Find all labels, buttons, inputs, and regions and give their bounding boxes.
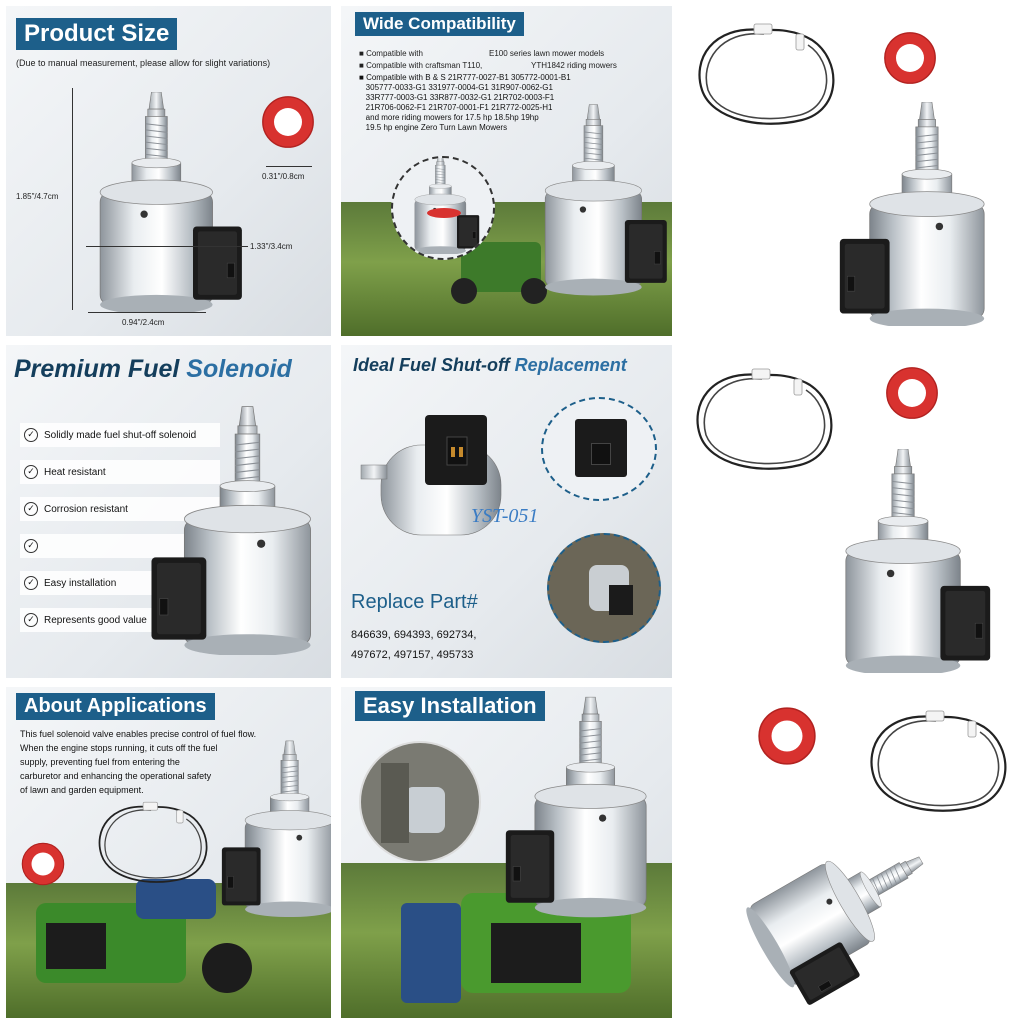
operator-legs-shape [401,903,461,1003]
applications-line-5: of lawn and garden equipment. [20,785,144,795]
compatibility-panel: Wide Compatibility ■ Compatible with E10… [341,6,672,336]
engine-part-shape [381,763,409,843]
compat-line-6: 19.5 hp engine Zero Turn Lawn Mowers [365,123,508,132]
check-icon: ✓ [24,465,38,479]
check-icon: ✓ [24,428,38,442]
feature-label: Solidly made fuel shut-off solenoid [44,429,197,441]
replacement-title: Ideal Fuel Shut-off Replacement [353,355,627,376]
compat-line-5: and more riding mowers for 17.5 hp 18.5h… [365,113,539,122]
solenoid-product-image [739,819,936,1007]
engine-solenoid-shape [405,787,445,833]
premium-title-b: Solenoid [186,355,292,383]
solenoid-product-image [845,449,991,673]
product-photo-panel-2 [682,345,1018,678]
check-icon: ✓ [24,576,38,590]
compat-line-4: 21R706-0062-F1 21R707-0001-F1 21R772-002… [365,103,553,112]
ring-dimension-line [266,166,312,167]
connector-slot [591,443,611,465]
solenoid-main-image [544,104,668,296]
feature-label: Easy installation [44,577,117,589]
base-dimension-line [88,312,206,313]
compat-bullet-3: ■ Compatible with B & S 21R777-0027-B1 3… [359,73,571,132]
applications-title: About Applications [16,693,215,720]
check-icon: ✓ [24,613,38,627]
solenoid-product-image [99,92,243,312]
installed-closeup-circle [547,533,661,643]
compat-bullet-1b: E100 series lawn mower models [489,49,605,58]
solenoid-closeup-circle [391,156,495,260]
height-dimension-label: 1.85"/4.7cm [16,192,59,201]
feature-label: Represents good value [44,614,147,626]
solenoid-product-image [221,740,331,917]
part-numbers-line-2: 497672, 497157, 495733 [351,649,474,661]
replacement-title-b: Replacement [514,355,627,375]
seal-ring-image [262,96,314,148]
product-size-title: Product Size [16,18,178,50]
compatibility-bullets: ■ Compatible with E100 series lawn mower… [359,48,659,133]
premium-title-a: Premium Fuel [14,355,187,383]
compat-bullet-2a: Compatible with craftsman T110, [366,61,483,70]
applications-body: This fuel solenoid valve enables precise… [20,727,256,797]
feature-label: Heat resistant [44,466,106,478]
check-icon: ✓ [24,539,38,553]
mower-grille-shape [491,923,581,983]
seal-ring-image [21,842,65,886]
wire-harness-image [696,367,833,470]
body-dimension-line [86,246,248,247]
watermark-text: YST-051 [471,505,539,527]
check-icon: ✓ [24,502,38,516]
replace-part-title: Replace Part# [351,591,478,613]
installation-title: Easy Installation [355,691,545,721]
measurement-note: (Due to manual measurement, please allow… [16,58,271,68]
applications-line-1: This fuel solenoid valve enables precise… [20,729,257,739]
operator-shape [136,879,216,919]
applications-line-3: supply, preventing fuel from entering th… [20,757,180,767]
installed-connector-shape [609,585,633,615]
compat-bullet-2b: YTH1842 riding mowers [531,61,617,70]
part-numbers-line-1: 846639, 694393, 692734, [351,629,477,641]
wire-harness-image [98,801,208,883]
mower-wheel-left [451,278,477,304]
applications-line-4: carburetor and enhancing the operational… [20,771,212,781]
feature-label: Corrosion resistant [44,503,128,515]
tractor-wheel-shape [202,943,252,993]
solenoid-product-image [839,102,985,326]
feature-row-2: ✓ Heat resistant [20,460,220,484]
solenoid-product-image [505,696,647,918]
installation-panel: Easy Installation [341,687,672,1018]
body-dimension-label: 1.33"/3.4cm [250,242,293,251]
closeup-seal [427,208,461,218]
compat-line-1: Compatible with B & S 21R777-0027-B1 305… [366,73,571,82]
solenoid-product-image [150,405,312,655]
wire-harness-image [698,22,835,125]
ring-dimension-label: 0.31"/0.8cm [262,172,305,181]
closeup-solenoid-image [414,158,480,254]
product-photo-panel-3 [682,687,1018,1018]
compat-bullet-1a: Compatible with [366,49,423,58]
product-photo-panel-1 [682,6,1018,336]
seal-ring-image [884,32,936,84]
seal-ring-image [758,707,816,765]
compatibility-title: Wide Compatibility [355,12,524,36]
feature-row-1: ✓ Solidly made fuel shut-off solenoid [20,423,220,447]
replacement-title-a: Ideal Fuel Shut-off [353,355,515,375]
engine-closeup-circle [359,741,481,863]
tractor-grille-shape [46,923,106,969]
compat-bullet-2: ■ Compatible with craftsman T110, YTH184… [359,59,659,73]
compat-line-3: 33R777-0003-G1 33R877-0032-G1 21R702-000… [365,93,555,102]
premium-panel: Premium Fuel Solenoid ✓ Solidly made fuel… [6,345,331,678]
product-size-panel: Product Size (Due to manual measurement,… [6,6,331,336]
applications-panel: About Applications This fuel solenoid va… [6,687,331,1018]
applications-line-2: When the engine stops running, it cuts o… [20,743,218,753]
premium-title: Premium Fuel Solenoid [14,355,292,384]
mower-wheel-right [521,278,547,304]
solenoid-side-image [360,415,502,536]
seal-ring-image [886,367,938,419]
compat-line-2: 305777-0033-G1 331977-0004-G1 31R907-006… [365,83,553,92]
compat-bullet-1: ■ Compatible with E100 series lawn mower… [359,49,605,58]
base-dimension-label: 0.94"/2.4cm [122,318,165,327]
replacement-panel: Ideal Fuel Shut-off Replacement YST-051 … [341,345,672,678]
height-dimension-line [72,88,73,310]
connector-closeup-circle [541,397,657,501]
